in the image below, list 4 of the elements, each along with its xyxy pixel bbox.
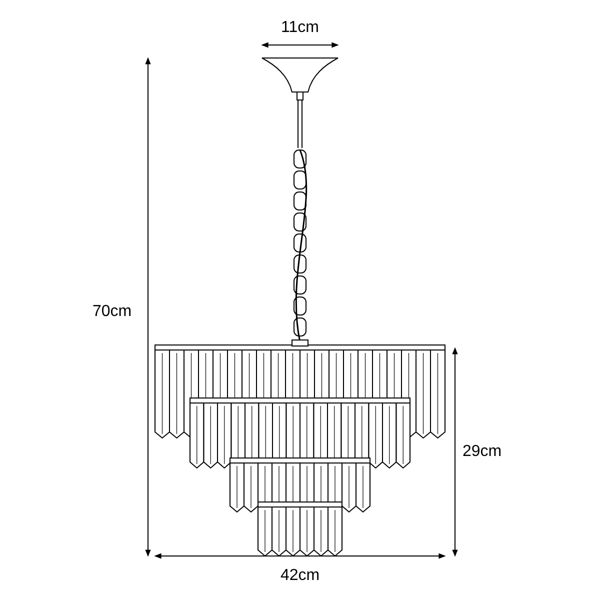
dimension-label: 42cm [280,567,320,585]
dimension-label: 70cm [92,303,132,321]
dimension-label: 29cm [462,443,502,461]
dimension-label: 11cm [281,19,319,37]
